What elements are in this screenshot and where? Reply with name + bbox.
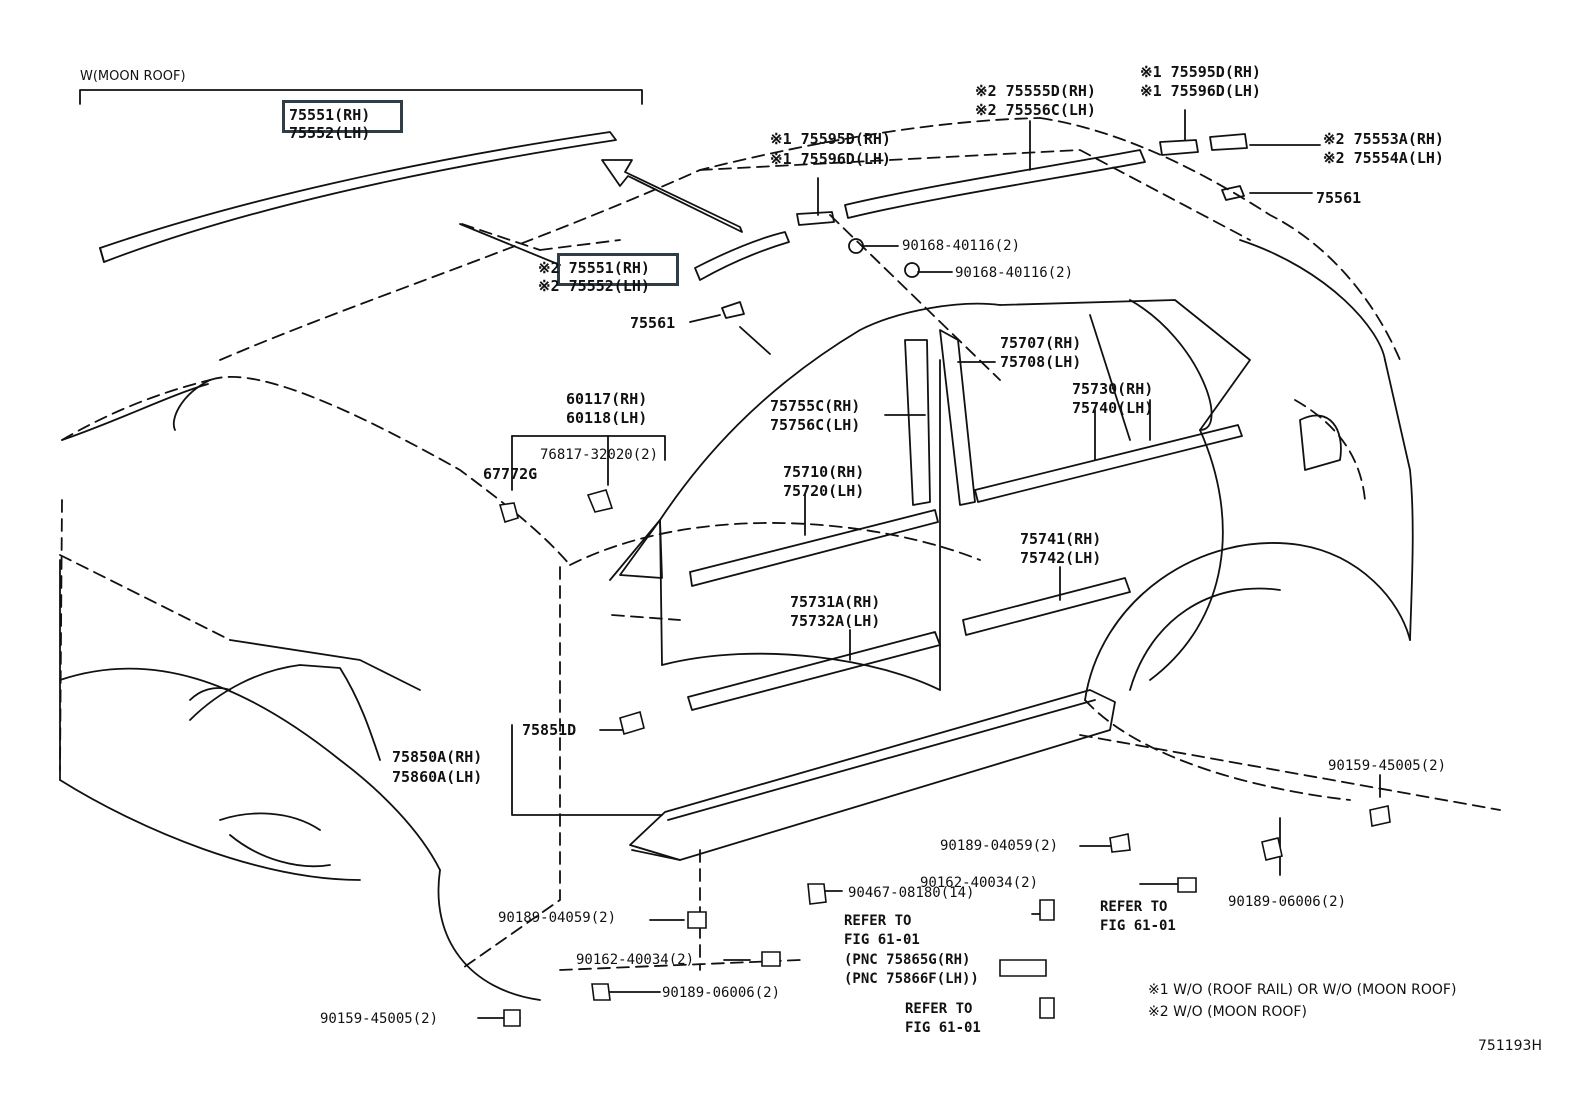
- label-pnc-2: (PNC 75866F(LH)): [844, 971, 979, 987]
- label-door-rear-rh: 75741(RH): [1020, 530, 1102, 548]
- cap-front: [796, 211, 835, 226]
- label-refer-a2: FIG 61-01: [844, 932, 920, 948]
- label-screw-mirror: 76817-32020(2): [540, 447, 659, 463]
- label-belt-front-lh: 75720(LH): [783, 482, 865, 500]
- legend-note-1: ※1 W/O (ROOF RAIL) OR W/O (MOON ROOF): [1148, 982, 1457, 998]
- label-pillar-rear-rh: 75707(RH): [1000, 334, 1082, 352]
- label-cap-front-lh: ※1 75596D(LH): [770, 150, 891, 168]
- label-rocker-clip: 75851D: [522, 721, 577, 739]
- label-clip-mirror: 67772G: [483, 465, 538, 483]
- label-pnc-1: (PNC 75865G(RH): [844, 952, 971, 968]
- moon-roof-molding: [99, 131, 617, 263]
- label-clip-rear: 75561: [1316, 189, 1362, 207]
- label-clip-r1: 90189-06006(2): [1228, 894, 1347, 910]
- label-belt-front-rh: 75710(RH): [783, 463, 865, 481]
- rear-wheel-arch: [1084, 542, 1411, 701]
- roof-dashed: [219, 117, 1041, 361]
- label-clip-rocker: 90467-08180(14): [848, 885, 975, 901]
- pillar-rear: [939, 329, 976, 506]
- roof-rear-molding: [844, 149, 1146, 219]
- clip-front: [721, 301, 745, 319]
- fender-outline: [59, 667, 441, 871]
- highlight-box-2: [557, 253, 679, 286]
- cap-rear: [1159, 139, 1199, 156]
- label-pillar-rear-lh: 75708(LH): [1000, 353, 1082, 371]
- label-door-front-rh: 75731A(RH): [790, 593, 881, 611]
- label-nut-r1: 90189-04059(2): [940, 838, 1059, 854]
- label-mirror-lh: 60118(LH): [566, 409, 648, 427]
- legend-note-2: ※2 W/O (MOON ROOF): [1148, 1004, 1307, 1020]
- roof-front-molding: [694, 231, 790, 281]
- belt-front: [689, 509, 939, 587]
- clip-rear: [1221, 185, 1245, 201]
- label-refer-a1: REFER TO: [844, 913, 912, 929]
- label-end-lh: ※2 75554A(LH): [1323, 149, 1444, 167]
- label-roof-rear-rh: ※2 75555D(RH): [975, 82, 1096, 100]
- label-pillar-front-rh: 75755C(RH): [770, 397, 861, 415]
- label-roof-front-rh: ※2 75551(RH): [538, 259, 650, 277]
- moon-roof-bracket: [79, 89, 643, 105]
- door-molding-rear: [962, 577, 1131, 636]
- label-rocker-rh: 75850A(RH): [392, 748, 483, 766]
- label-roof-rear-lh: ※2 75556C(LH): [975, 101, 1096, 119]
- label-roof-moon-lh: 75552(LH): [289, 124, 371, 142]
- label-refer-c1: REFER TO: [905, 1001, 973, 1017]
- label-door-front-lh: 75732A(LH): [790, 612, 881, 630]
- pillar-front: [904, 339, 931, 506]
- mirror-triangle: [619, 519, 663, 579]
- label-cap-rear-rh: ※1 75595D(RH): [1140, 63, 1261, 81]
- label-cap-rear-lh: ※1 75596D(LH): [1140, 82, 1261, 100]
- label-end-rh: ※2 75553A(RH): [1323, 130, 1444, 148]
- door-molding-front: [687, 631, 941, 711]
- belt-rear: [974, 424, 1243, 503]
- diagram-id: 751193H: [1478, 1038, 1542, 1054]
- label-roof-front-lh: ※2 75552(LH): [538, 277, 650, 295]
- label-screw-r2: 90162-40034(2): [920, 875, 1039, 891]
- label-refer-b2: FIG 61-01: [1100, 918, 1176, 934]
- label-nut-a: 90168-40116(2): [902, 238, 1021, 254]
- rocker-molding: [629, 689, 1116, 861]
- label-refer-b1: REFER TO: [1100, 899, 1168, 915]
- door-line: [661, 652, 941, 691]
- label-screw-l1: 90162-40034(2): [576, 952, 695, 968]
- label-rocker-lh: 75860A(LH): [392, 768, 483, 786]
- front-wheel-arch: [437, 869, 541, 1001]
- hood-outline: [61, 383, 209, 441]
- label-nut-b: 90168-40116(2): [955, 265, 1074, 281]
- label-roof-moon-rh: 75551(RH): [289, 106, 371, 124]
- group-label: W(MOON ROOF): [80, 69, 186, 84]
- highlight-box-1: [282, 100, 403, 133]
- label-door-rear-lh: 75742(LH): [1020, 549, 1102, 567]
- label-nut-l1: 90189-04059(2): [498, 910, 617, 926]
- label-screw-l2: 90159-45005(2): [320, 1011, 439, 1027]
- label-mirror-rh: 60117(RH): [566, 390, 648, 408]
- label-screw-r1: 90159-45005(2): [1328, 758, 1447, 774]
- label-belt-rear-lh: 75740(LH): [1072, 399, 1154, 417]
- label-belt-rear-rh: 75730(RH): [1072, 380, 1154, 398]
- label-cap-front-rh: ※1 75595D(RH): [770, 130, 891, 148]
- label-pillar-front-lh: 75756C(LH): [770, 416, 861, 434]
- label-refer-c2: FIG 61-01: [905, 1020, 981, 1036]
- label-clip-front: 75561: [630, 314, 676, 332]
- end-piece: [1209, 133, 1248, 151]
- arrow: [601, 159, 743, 233]
- label-clip-l1: 90189-06006(2): [662, 985, 781, 1001]
